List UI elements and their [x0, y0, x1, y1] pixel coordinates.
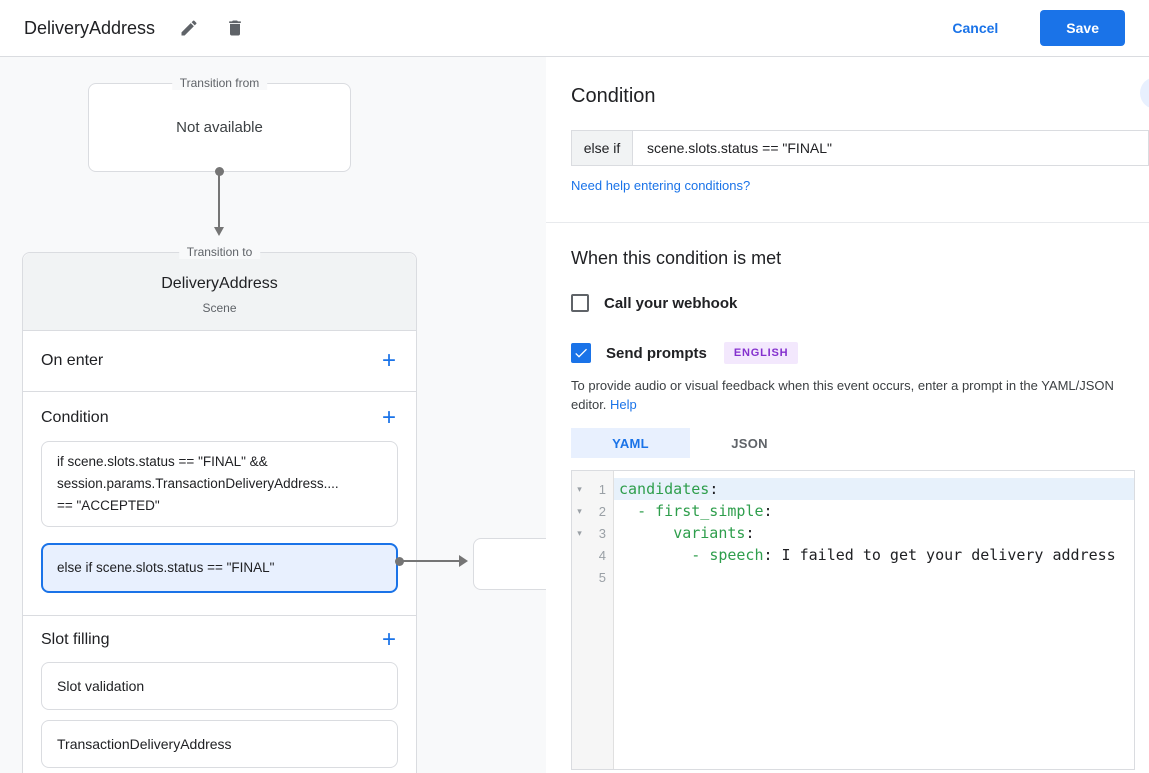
code-line-2[interactable]: - first_simple:	[637, 502, 773, 520]
main-area: Transition from Not available Transition…	[0, 57, 1149, 773]
slot-filling-section: Slot filling Slot validation Transaction…	[23, 616, 416, 773]
transition-target-box[interactable]	[473, 538, 546, 590]
cancel-button[interactable]: Cancel	[936, 12, 1014, 44]
code-line-1[interactable]: candidates:	[614, 478, 1134, 500]
scene-name: DeliveryAddress	[161, 275, 278, 292]
tab-yaml[interactable]: YAML	[571, 428, 690, 458]
line-number: 2	[598, 503, 606, 519]
condition-else-if-text: else if scene.slots.status == "FINAL"	[57, 560, 275, 575]
prompts-description: To provide audio or visual feedback when…	[571, 376, 1139, 414]
add-slot-icon[interactable]	[382, 630, 396, 650]
top-bar: DeliveryAddress Cancel Save	[0, 0, 1149, 57]
fold-arrow-icon[interactable]: ▾	[577, 505, 582, 516]
gutter-row: ▾3	[572, 522, 613, 544]
scene-card: Transition to DeliveryAddress Scene On e…	[22, 245, 417, 773]
transition-from-box: Transition from Not available	[88, 76, 351, 172]
line-number: 5	[598, 569, 606, 585]
transition-from-legend: Transition from	[171, 76, 268, 90]
scene-diagram-panel: Transition from Not available Transition…	[0, 57, 546, 773]
prompts-description-text: To provide audio or visual feedback when…	[571, 378, 1114, 412]
transaction-delivery-address-box[interactable]: TransactionDeliveryAddress	[41, 720, 398, 768]
condition-if-line-2: session.params.TransactionDeliveryAddres…	[57, 476, 339, 491]
code-line-3[interactable]: variants:	[673, 524, 755, 542]
page-title: DeliveryAddress	[24, 17, 156, 38]
arrow-start-dot	[214, 167, 224, 176]
condition-box-if[interactable]: if scene.slots.status == "FINAL" && sess…	[41, 441, 398, 527]
line-number: 4	[598, 547, 606, 563]
arrow-line	[218, 175, 220, 227]
webhook-checkbox[interactable]	[571, 294, 589, 312]
transition-arrow	[213, 167, 225, 236]
gutter-row: 5	[572, 566, 613, 588]
slot-validation-label: Slot validation	[57, 678, 145, 694]
language-badge: ENGLISH	[723, 342, 799, 364]
editor-code-area[interactable]: candidates: - first_simple: variants: - …	[614, 471, 1134, 769]
condition-prefix: else if	[571, 130, 633, 166]
gutter-row: ▾2	[572, 500, 613, 522]
collapse-panel-button[interactable]	[1140, 77, 1149, 109]
slot-validation-box[interactable]: Slot validation	[41, 662, 398, 710]
conditions-help-link[interactable]: Need help entering conditions?	[571, 178, 751, 193]
edit-title-button[interactable]	[177, 16, 201, 40]
on-enter-label: On enter	[41, 352, 104, 369]
webhook-label: Call your webhook	[604, 294, 738, 312]
transaction-delivery-address-label: TransactionDeliveryAddress	[57, 736, 232, 752]
call-webhook-row[interactable]: Call your webhook	[571, 294, 1149, 312]
condition-if-line-1: if scene.slots.status == "FINAL" &&	[57, 454, 268, 469]
condition-input-row: else if	[571, 130, 1149, 166]
tab-json[interactable]: JSON	[731, 435, 768, 451]
on-enter-section: On enter	[23, 331, 416, 392]
section-divider	[546, 222, 1149, 223]
add-condition-icon[interactable]	[382, 408, 396, 428]
code-line-5[interactable]	[614, 566, 1134, 588]
condition-connector-line	[402, 560, 460, 562]
condition-connector-dot	[395, 557, 404, 566]
condition-connector-arrowhead	[459, 555, 468, 567]
scene-type-label: Scene	[202, 301, 237, 315]
send-prompts-checkbox[interactable]	[571, 343, 591, 363]
line-number: 1	[598, 481, 606, 497]
condition-met-heading: When this condition is met	[571, 248, 782, 268]
fold-arrow-icon[interactable]: ▾	[577, 527, 582, 538]
condition-section: Condition if scene.slots.status == "FINA…	[23, 392, 416, 616]
arrow-head	[214, 227, 224, 236]
gutter-row: 4	[572, 544, 613, 566]
condition-if-line-3: == "ACCEPTED"	[57, 498, 160, 513]
panel-heading: Condition	[571, 85, 656, 107]
help-link[interactable]: Help	[610, 397, 637, 412]
transition-to-legend: Transition to	[178, 245, 261, 259]
send-prompts-label: Send prompts	[606, 344, 707, 362]
trash-icon	[225, 18, 245, 38]
editor-tabs: YAML JSON	[571, 428, 1149, 458]
checkmark-icon	[575, 348, 587, 358]
add-on-enter-icon[interactable]	[382, 351, 396, 371]
condition-expression-input[interactable]	[633, 130, 1149, 166]
delete-scene-button[interactable]	[223, 16, 247, 40]
save-button[interactable]: Save	[1040, 10, 1125, 46]
line-number: 3	[598, 525, 606, 541]
slot-filling-label: Slot filling	[41, 631, 110, 648]
send-prompts-row[interactable]: Send prompts ENGLISH	[571, 342, 1149, 364]
gutter-row: ▾1	[572, 478, 613, 500]
fold-arrow-icon[interactable]: ▾	[577, 483, 582, 494]
transition-from-value: Not available	[176, 119, 263, 136]
pencil-icon	[179, 18, 199, 38]
condition-box-else-if-selected[interactable]: else if scene.slots.status == "FINAL"	[41, 543, 398, 593]
scene-card-header[interactable]: DeliveryAddress Scene	[23, 253, 416, 331]
condition-section-label: Condition	[41, 409, 109, 426]
condition-editor-panel: Condition else if Need help entering con…	[546, 57, 1149, 773]
code-line-4[interactable]: - speech: I failed to get your delivery …	[691, 546, 1116, 564]
